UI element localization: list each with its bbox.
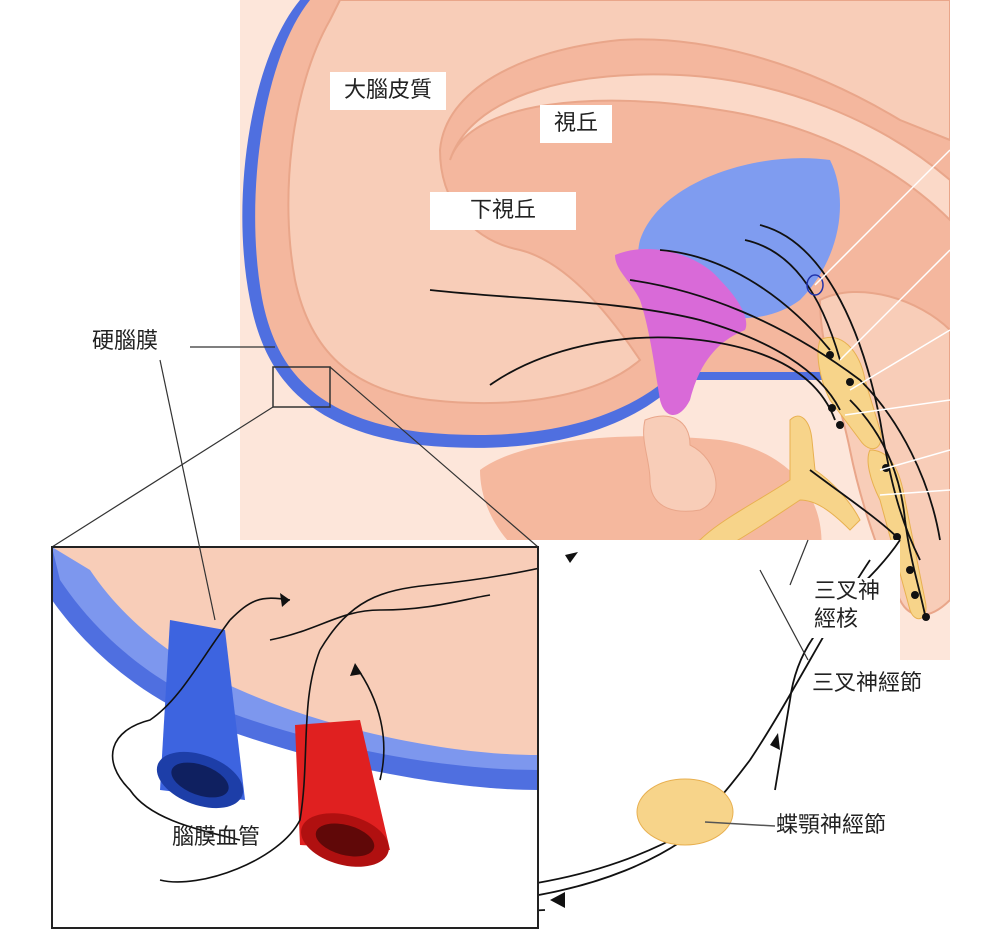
hypothalamus	[615, 249, 747, 415]
inset-frame	[51, 546, 539, 929]
artery	[295, 720, 390, 867]
label-thalamus: 視丘	[540, 105, 613, 143]
label-cerebral-cortex: 大腦皮質	[330, 72, 447, 110]
label-trigeminal-ganglion: 三叉神經節	[812, 670, 923, 698]
label-trigeminal-nucleus-line1: 三叉神	[814, 579, 881, 604]
label-trigeminal-nucleus-line2: 經核	[814, 607, 859, 632]
zoom-region-marker	[272, 366, 331, 408]
vein	[156, 620, 245, 809]
trigeminal-nerve-fibers	[429, 224, 941, 616]
label-trigeminal-nucleus: 三叉神 經核	[812, 578, 891, 638]
label-dura-mater: 硬腦膜	[92, 328, 159, 356]
label-meningeal-vessels: 腦膜血管	[172, 825, 261, 850]
sphenopalatine-ganglion	[636, 778, 734, 846]
label-hypothalamus: 下視丘	[430, 192, 577, 230]
meninges-inset	[52, 547, 538, 928]
label-sphenopalatine-ganglion: 蝶顎神經節	[776, 812, 887, 840]
